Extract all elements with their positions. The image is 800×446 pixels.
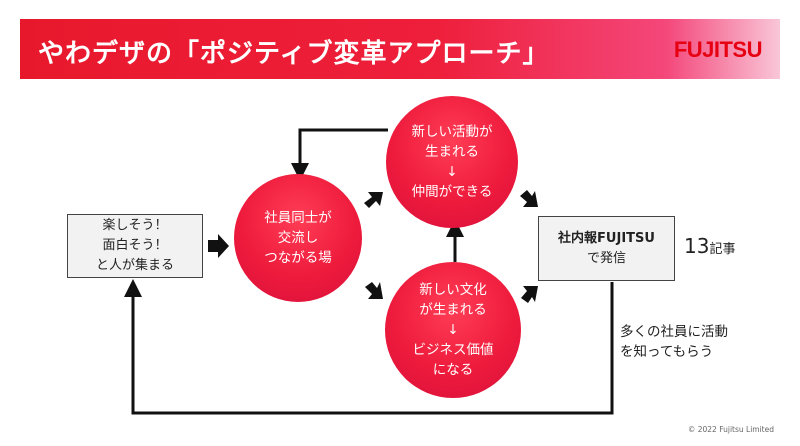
- article-count-number: 13: [684, 234, 710, 258]
- feedback-connector-bottom: [124, 279, 614, 415]
- article-count: 13記事: [684, 234, 735, 258]
- new-culture-circle: 新しい文化 が生まれる ↓ ビジネス価値 になる: [385, 262, 521, 398]
- newsletter-box: 社内報FUJITSU で発信: [538, 216, 675, 281]
- slide-title: やわデザの「ポジティブ変革アプローチ」: [38, 39, 550, 69]
- new-activity-circle: 新しい活動が 生まれる ↓ 仲間ができる: [386, 96, 518, 228]
- feedback-connector-top: [291, 128, 388, 181]
- arrow-employee-to-activity: [364, 192, 383, 208]
- title-banner: やわデザの「ポジティブ変革アプローチ」 FUJITSU: [20, 19, 780, 79]
- copyright: © 2022 Fujitsu Limited: [687, 425, 774, 434]
- fujitsu-logo: FUJITSU: [673, 37, 763, 62]
- arrow-box-to-employee: [208, 234, 229, 258]
- newsletter-subtitle: で発信: [586, 250, 626, 266]
- employee-interaction-circle: 社員同士が 交流し つながる場: [234, 174, 362, 302]
- arrow-activity-to-newsletter: [520, 190, 538, 207]
- awareness-note: 多くの社員に活動 を知ってもらう: [620, 324, 728, 360]
- fun-gathering-box: 楽しそう！ 面白そう！ と人が集まる: [67, 214, 203, 278]
- newsletter-title: 社内報FUJITSU: [558, 230, 655, 246]
- article-count-unit: 記事: [709, 242, 736, 257]
- arrow-employee-to-culture: [365, 282, 383, 299]
- arrow-culture-to-newsletter: [521, 286, 538, 303]
